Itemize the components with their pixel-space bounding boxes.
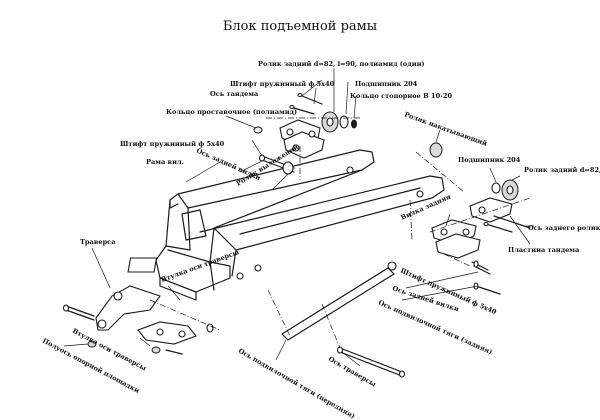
label-roller-rear-right-text: Ролик задний d=82, l=70 (524, 166, 600, 174)
label-traverse: Траверса (80, 238, 116, 246)
label-spacer-ring: Кольцо проставочное (полиамид) (166, 108, 297, 116)
fork-frame (127, 149, 445, 301)
label-roller-rear-top: Ролик задний d=82, l=90, полиамид (один) (258, 60, 425, 68)
bearing-top (339, 115, 349, 129)
label-bearing-right: Подшипник 204 (458, 156, 521, 164)
tandem-assembly-right (429, 142, 531, 259)
part-labels: Ролик задний d=82, l=90, полиамид (один)… (41, 60, 600, 420)
entry-roller-right (429, 142, 443, 158)
label-pull-rod-axle-front: Ось подвилочной тяги (передняя) (237, 347, 356, 420)
label-pin-top: Штифт пружинный ф 5х40 (230, 80, 335, 88)
label-entry-roller-right: Ролик накатывающий (403, 110, 488, 147)
label-retaining-ring: Кольцо стопорное В 10-20 (350, 92, 453, 100)
label-rear-roller-axle: Ось заднего ролика (528, 224, 600, 232)
retaining-ring-top (351, 119, 357, 129)
label-roller-rear-right: Ролик задний d=82, l=70 (524, 166, 600, 174)
spacer-ring (253, 126, 263, 134)
label-rear-fork: Вилка задняя (400, 193, 453, 222)
center-lines (149, 117, 531, 349)
leader-lines (63, 68, 534, 367)
diagram-title: Блок подъемной рамы (223, 19, 377, 34)
label-tandem-axle: Ось тандема (210, 90, 259, 98)
pull-rod (281, 260, 501, 378)
label-spacer-ring-text: Кольцо проставочное (полиамид) (166, 108, 297, 116)
tandem-assembly-top (253, 92, 357, 175)
traverse-assembly (62, 285, 214, 355)
entry-roller-left (282, 161, 294, 175)
bearing-right (491, 182, 501, 194)
label-bearing-top: Подшипник 204 (355, 80, 418, 88)
label-pin-left: Штифт пружинный ф 5х40 (120, 140, 225, 148)
label-fork-frame: Рама вил. (146, 158, 184, 166)
label-tandem-plate: Пластина тандема (508, 246, 580, 254)
